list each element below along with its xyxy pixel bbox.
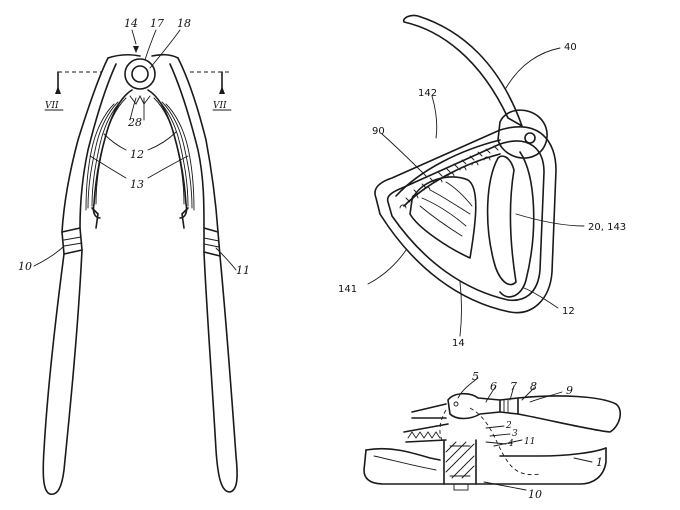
- ref-142: 142: [418, 88, 437, 99]
- pivot-pin: [131, 65, 149, 83]
- section-line-vii: VII VII: [44, 71, 232, 111]
- cracker-figure: 40 142 90 20, 143 141 14 12: [338, 14, 626, 349]
- ref-11: 11: [524, 437, 535, 447]
- section-label-left: VII: [45, 101, 59, 111]
- ref-1: 1: [596, 456, 603, 469]
- ref-3: 3: [512, 429, 518, 439]
- ref-2: 2: [505, 421, 512, 431]
- section-label-right: VII: [213, 101, 227, 111]
- ref-7: 7: [510, 380, 517, 393]
- ref-5: 5: [472, 370, 479, 383]
- ferrules: [61, 227, 221, 257]
- ref-11: 11: [236, 264, 250, 277]
- ref-9: 9: [566, 384, 573, 397]
- ref-141: 141: [338, 284, 357, 295]
- ref-12: 12: [130, 148, 144, 161]
- ref-14: 14: [124, 17, 138, 30]
- pivot-ring: [124, 58, 156, 90]
- ref-20-143: 20, 143: [588, 222, 626, 233]
- handles: [42, 249, 238, 495]
- ref-12: 12: [562, 306, 575, 317]
- pliers-head: [61, 53, 219, 233]
- ref-14: 14: [452, 338, 465, 349]
- ref-28: 28: [127, 116, 142, 129]
- pliers-leaders: [33, 29, 237, 271]
- ref-6: 6: [490, 380, 497, 393]
- ref-18: 18: [177, 17, 191, 30]
- ref-8: 8: [530, 380, 537, 393]
- ref-17: 17: [150, 17, 164, 30]
- ref-10: 10: [528, 488, 542, 501]
- ref-10: 10: [18, 260, 32, 273]
- ref-40: 40: [564, 42, 577, 53]
- ref-13: 13: [130, 178, 144, 191]
- bowl-figure: 5 6 7 8 9 2 3 4 11 1 10: [363, 370, 622, 501]
- ref-4: 4: [507, 439, 514, 449]
- ref-90: 90: [372, 126, 385, 137]
- pliers-figure: VII VII: [18, 17, 250, 495]
